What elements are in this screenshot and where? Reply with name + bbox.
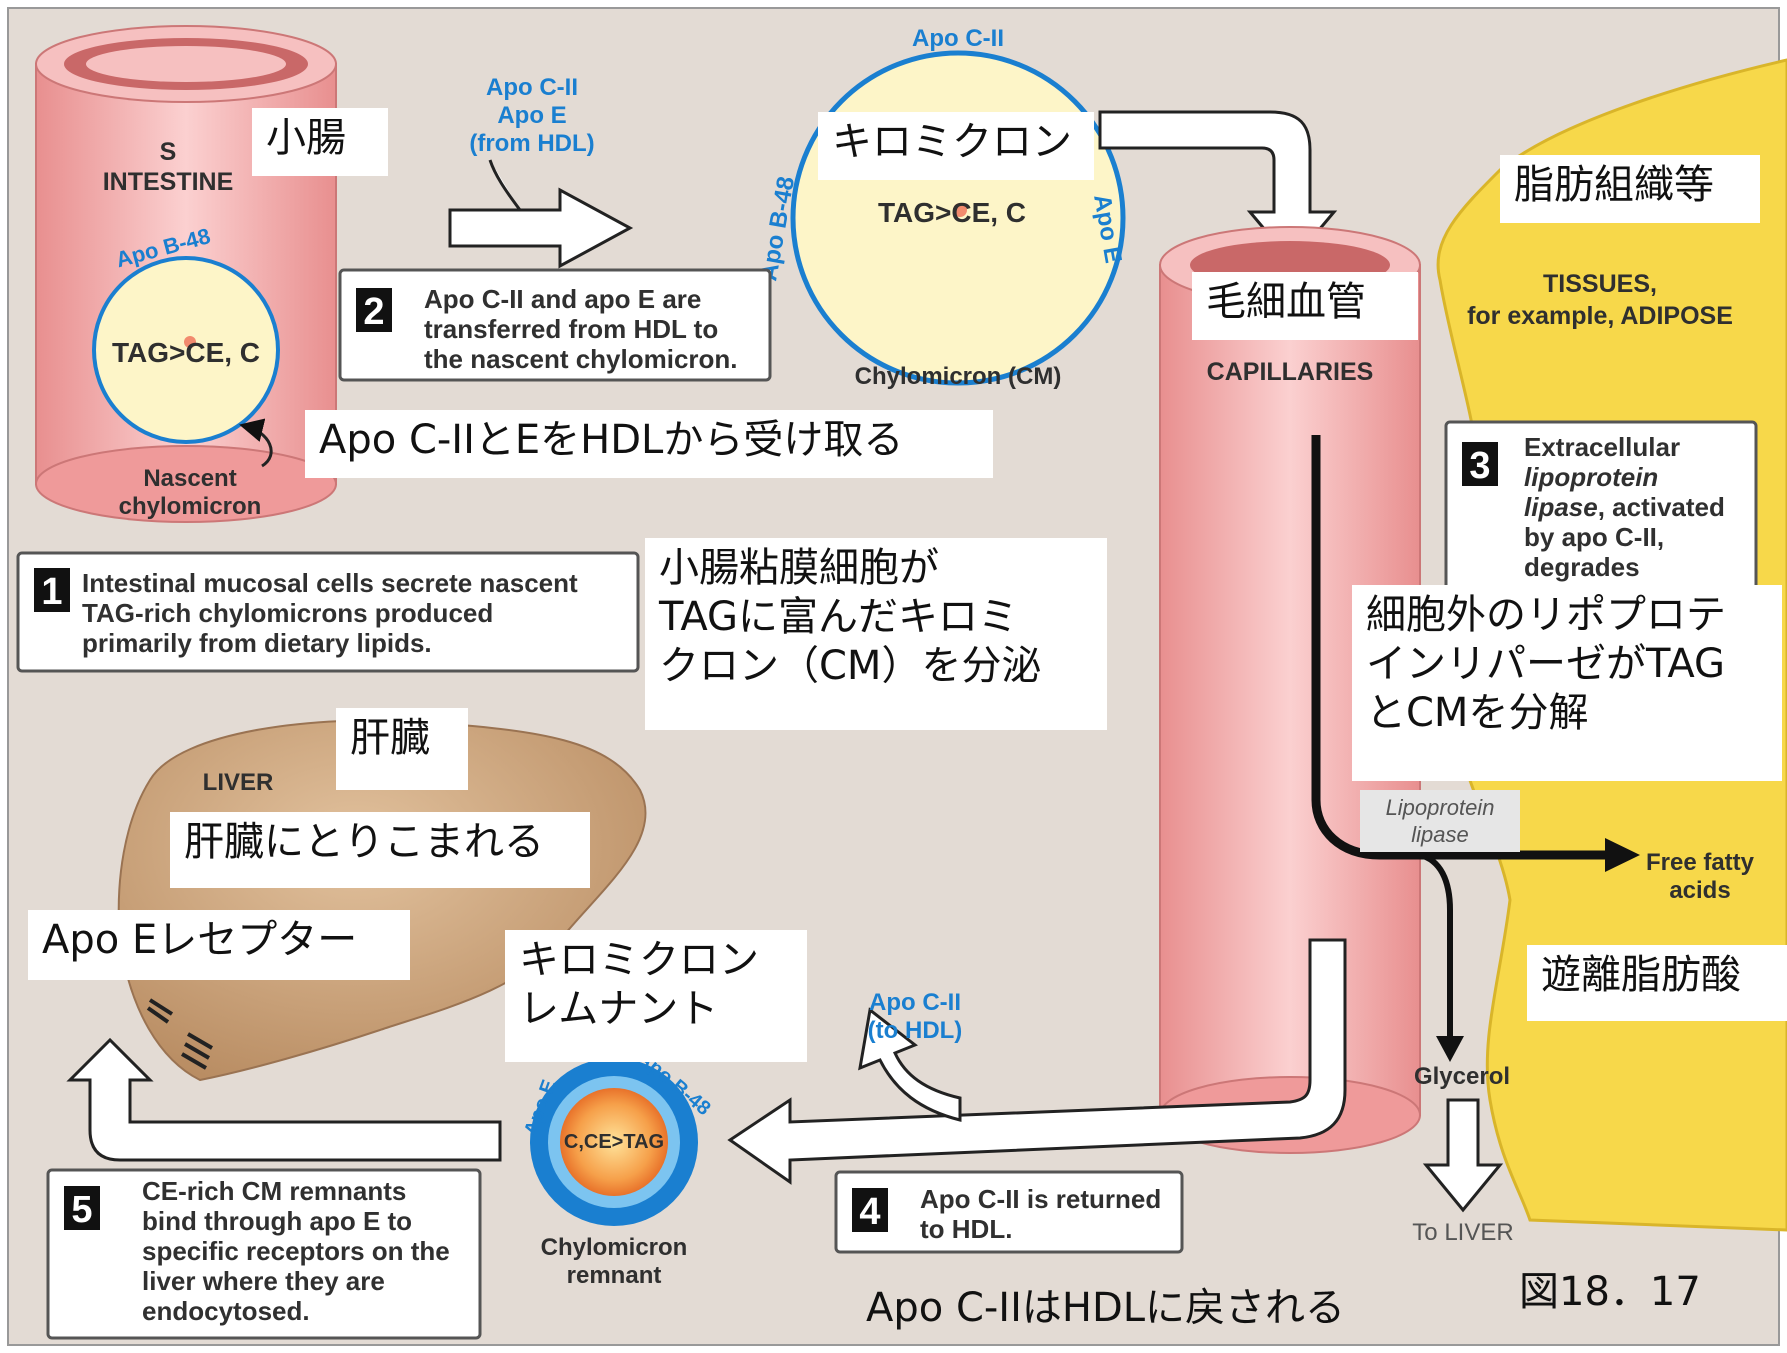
svg-text:Intestinal mucosal cells secre: Intestinal mucosal cells secrete nascent… <box>82 568 578 658</box>
liver-label: LIVER <box>203 769 274 796</box>
capillaries-label: CAPILLARIES <box>1207 358 1374 386</box>
capillary-to-remnant-arrow <box>727 938 1347 1185</box>
tissues-label: TISSUES,for example, ADIPOSE <box>1467 270 1733 330</box>
svg-text:3: 3 <box>1469 445 1490 487</box>
jp-capillary: 毛細血管 <box>1192 272 1418 340</box>
jp-free-fatty-acid: 遊離脂肪酸 <box>1527 945 1787 1021</box>
nascent-chylomicron <box>92 256 280 444</box>
step-1-box: 1 Intestinal mucosal cells secrete nasce… <box>16 551 640 673</box>
lipase-pathway <box>1311 435 1610 860</box>
core-dot <box>184 336 196 348</box>
svg-text:2: 2 <box>363 291 384 333</box>
svg-text:4: 4 <box>859 1191 880 1233</box>
glycerol-label: Glycerol <box>1414 1063 1510 1090</box>
jp-liver: 肝臓 <box>336 708 468 790</box>
glycerol-pathway <box>1419 852 1453 1040</box>
svg-text:1: 1 <box>41 571 62 613</box>
chylomicron-core-label: TAG>CE, C <box>878 197 1026 228</box>
transfer-arrow <box>448 159 634 269</box>
svg-text:5: 5 <box>71 1189 92 1231</box>
chylomicron-core-dot <box>953 203 967 217</box>
jp-liver-uptake: 肝臓にとりこまれる <box>170 812 590 888</box>
to-liver-label: To LIVER <box>1412 1219 1513 1246</box>
figure-number: 図18．17 <box>1519 1269 1701 1315</box>
nascent-core-label: TAG>CE, C <box>112 337 260 368</box>
apo-e-receptor-icon <box>146 998 214 1070</box>
jp-lipase-degrade: 細胞外のリポプロテ インリパーゼがTAG とCMを分解 <box>1352 585 1782 781</box>
jp-chylomicron: キロミクロン <box>818 112 1094 180</box>
jp-remnant: キロミクロン レムナント <box>505 930 807 1062</box>
glycerol-arrowhead <box>1436 1036 1464 1062</box>
lipase-tag-bg <box>1360 790 1520 852</box>
nascent-pointer-arrow <box>239 418 273 468</box>
remnant-core-label: C,CE>TAG <box>564 1131 664 1153</box>
jp-secrete: 小腸粘膜細胞が TAGに富んだキロミ クロン（CM）を分泌 <box>645 538 1107 730</box>
chylomicron-cm-label: Chylomicron (CM) <box>855 363 1062 390</box>
remnant-to-liver-arrow <box>66 1037 502 1162</box>
jp-returned: Apo C-IIはHDLに戻される <box>866 1285 1346 1331</box>
ffa-arrowhead <box>1605 838 1640 872</box>
apo-cii-top-label: Apo C-II <box>912 25 1004 52</box>
apo-cii-to-hdl-arrow <box>858 1007 962 1122</box>
jp-small-intestine: 小腸 <box>252 108 388 176</box>
apo-cii-to-hdl-label: Apo C-II(to HDL) <box>868 989 963 1044</box>
jp-receive-apo: Apo C-IIとEをHDLから受け取る <box>305 410 993 478</box>
capillary <box>1159 226 1421 1154</box>
jp-apo-e-receptor: Apo Eレセプター <box>28 910 410 980</box>
to-liver-arrow <box>1422 1098 1504 1213</box>
jp-adipose: 脂肪組織等 <box>1500 155 1760 223</box>
